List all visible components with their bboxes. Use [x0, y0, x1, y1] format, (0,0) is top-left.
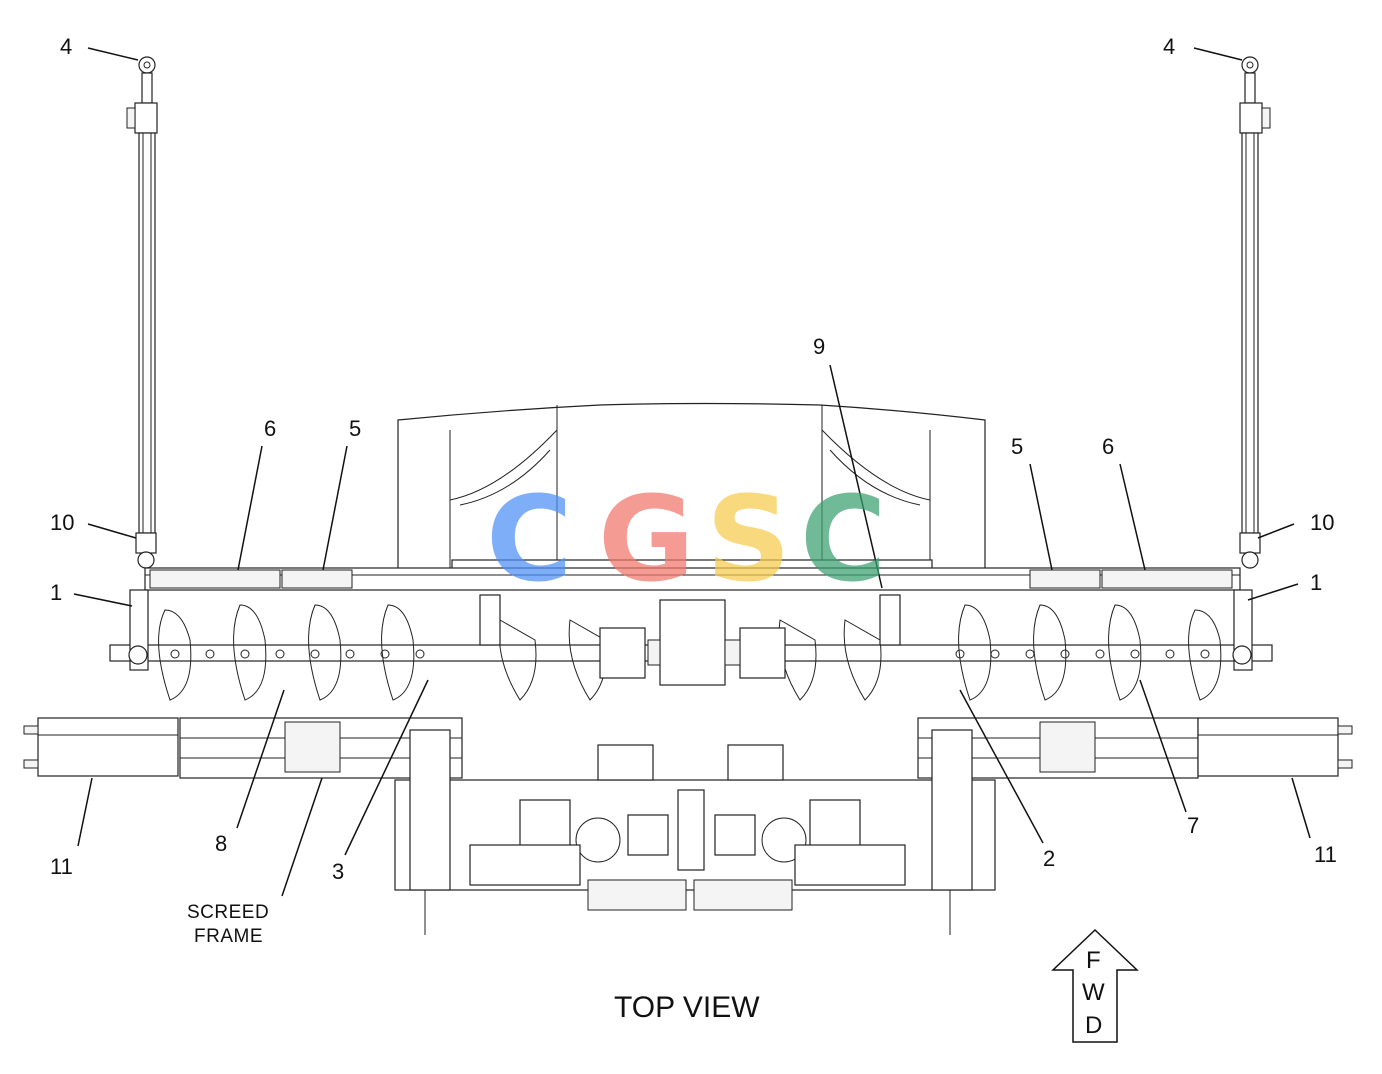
fwd-letter-w: W [1082, 979, 1105, 1006]
right-auger [955, 604, 1222, 701]
callout-11-right: 11 [1314, 842, 1337, 867]
forward-arrow [1051, 928, 1139, 1043]
rear-frame [394, 729, 996, 935]
callout-11-left: 11 [50, 854, 73, 879]
callout-5-right: 5 [1011, 434, 1023, 459]
center-auger [479, 594, 901, 701]
callout-7: 7 [1187, 813, 1199, 838]
callout-10-left: 10 [50, 510, 74, 535]
watermark-letter-c2: C [800, 470, 887, 608]
callout-6-left: 6 [264, 416, 276, 441]
right-cylinder [1239, 56, 1271, 569]
fwd-letter-d: D [1085, 1012, 1102, 1039]
view-title: TOP VIEW [614, 991, 760, 1024]
leader-lines [73, 47, 1311, 897]
screed-frame [179, 717, 1199, 779]
callout-3: 3 [332, 859, 344, 884]
callouts: 4 4 10 10 1 1 6 5 5 6 9 8 3 2 7 11 11 [50, 34, 1337, 884]
callout-8: 8 [215, 831, 227, 856]
callout-6-right: 6 [1102, 434, 1114, 459]
callout-9: 9 [813, 334, 825, 359]
screed-frame-note-line2: FRAME [194, 926, 263, 947]
callout-1-right: 1 [1310, 570, 1322, 595]
callout-2: 2 [1043, 846, 1055, 871]
right-extension-cylinder [1197, 717, 1353, 777]
left-extension-cylinder [23, 717, 179, 777]
callout-1-left: 1 [50, 580, 62, 605]
watermark-letter-g: G [598, 470, 695, 608]
callout-10-right: 10 [1310, 510, 1334, 535]
watermark-letter-s: S [706, 470, 791, 608]
watermark-letter-c1: C [486, 470, 573, 608]
callout-4-left: 4 [60, 34, 72, 59]
screed-frame-note-line1: SCREED [187, 902, 269, 923]
callout-5-left: 5 [349, 416, 361, 441]
watermark-logo: C G S C [486, 470, 887, 608]
left-auger [158, 604, 425, 701]
callout-4-right: 4 [1163, 34, 1175, 59]
left-cylinder [126, 56, 158, 569]
fwd-letter-f: F [1086, 947, 1101, 974]
